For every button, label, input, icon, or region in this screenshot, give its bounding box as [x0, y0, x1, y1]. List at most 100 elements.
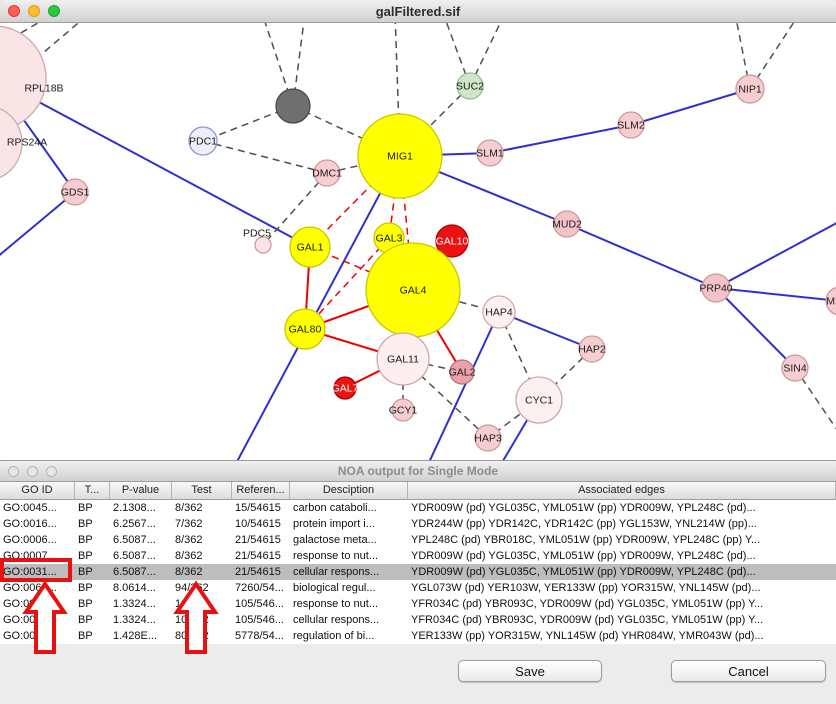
network-node-PDC5[interactable]: PDC5 — [243, 228, 272, 254]
network-edge-SLM2-NIP1[interactable] — [630, 88, 751, 126]
node-circle-GAL10 — [435, 224, 469, 258]
network-node-PDC1[interactable]: PDC1 — [188, 126, 218, 156]
noa-window-titlebar[interactable]: NOA output for Single Mode — [0, 461, 836, 482]
network-window-titlebar[interactable]: galFiltered.sif — [0, 0, 836, 23]
network-node-GAL4[interactable]: GAL4 — [365, 242, 461, 338]
table-cell: GO:0045... — [3, 502, 57, 514]
table-cell: 8/362 — [175, 566, 203, 578]
network-node-RPL18B[interactable]: RPL18B — [0, 25, 64, 131]
network-edge-SUC2-MIG1[interactable] — [399, 85, 471, 157]
network-edge-DMC1-PDC5[interactable] — [262, 172, 328, 246]
network-node-MUD2[interactable]: MUD2 — [552, 210, 582, 238]
save-button[interactable]: Save — [458, 660, 602, 682]
column-header-associated-edges[interactable]: Associated edges — [408, 482, 836, 499]
column-header-test[interactable]: Test — [172, 482, 232, 499]
network-node-GAL7[interactable]: GAL7 — [332, 376, 359, 400]
table-cell: 1.3324... — [113, 598, 156, 610]
network-node-SIN4[interactable]: SIN4 — [781, 354, 809, 382]
network-edge-SLM1-SLM2[interactable] — [489, 124, 632, 154]
network-node-GAL10[interactable]: GAL10 — [435, 224, 469, 258]
column-header-go-id[interactable]: GO ID — [0, 482, 75, 499]
table-cell: 8/362 — [175, 502, 203, 514]
network-edge-PRP40-a8[interactable] — [715, 218, 836, 289]
network-node-GAL80[interactable]: GAL80 — [284, 308, 326, 350]
traffic-lights-inactive — [8, 461, 57, 481]
network-edge-GAL3-GAL80[interactable] — [304, 237, 390, 330]
cancel-button[interactable]: Cancel — [671, 660, 826, 682]
network-edge-MIG1-GAL1[interactable] — [309, 155, 401, 248]
table-cell: BP — [78, 598, 93, 610]
network-node-GDS1[interactable]: GDS1 — [61, 178, 90, 206]
table-cell: cellular respons... — [293, 614, 380, 626]
minimize-button[interactable] — [27, 465, 38, 477]
network-edge-PDC1-DMC1[interactable] — [202, 140, 328, 174]
network-node-GAL11[interactable]: GAL11 — [376, 332, 430, 386]
network-node-CYC1[interactable]: CYC1 — [515, 376, 563, 424]
table-cell: 7/362 — [175, 518, 203, 530]
network-node-GCY1[interactable]: GCY1 — [389, 398, 418, 422]
table-cell: YDR009W (pd) YGL035C, YML051W (pp) YDR00… — [411, 550, 756, 562]
node-circle-GAL1 — [289, 226, 331, 268]
node-label-GAL2: GAL2 — [449, 367, 476, 379]
minimize-button[interactable] — [28, 5, 40, 17]
network-edge-GAL11-HAP3[interactable] — [402, 358, 489, 439]
network-edge-PRP40-SIN4[interactable] — [715, 287, 796, 369]
node-circle-GAL11 — [376, 332, 430, 386]
zoom-button[interactable] — [48, 5, 60, 17]
network-node-SLM2[interactable]: SLM2 — [617, 111, 645, 139]
node-circle-HAP2 — [578, 335, 606, 363]
network-node-MSL5[interactable]: MSL5 — [825, 286, 836, 316]
network-node-NIP1[interactable]: NIP1 — [735, 74, 765, 104]
network-node-UNK1[interactable] — [275, 88, 311, 124]
zoom-button[interactable] — [46, 465, 57, 477]
network-edge-MUD2-PRP40[interactable] — [566, 223, 717, 289]
network-edge-HAP4-HAP2[interactable] — [498, 311, 593, 350]
table-cell: 94/362 — [175, 582, 209, 594]
network-node-SLM1[interactable]: SLM1 — [476, 139, 504, 167]
network-node-GAL1[interactable]: GAL1 — [289, 226, 331, 268]
network-edge-PRP40-MSL5[interactable] — [715, 287, 836, 302]
network-node-MIG1[interactable]: MIG1 — [357, 113, 443, 199]
node-label-PDC1: PDC1 — [189, 136, 217, 148]
network-node-GAL2[interactable]: GAL2 — [449, 359, 476, 385]
network-node-HAP2[interactable]: HAP2 — [578, 335, 606, 363]
table-cell: YDR009W (pd) YGL035C, YML051W (pp) YDR00… — [411, 566, 756, 578]
network-node-SUC2[interactable]: SUC2 — [456, 72, 484, 100]
table-cell: GO:0065... — [3, 582, 57, 594]
table-cell: GO:0006... — [3, 534, 57, 546]
table-cell: 8/362 — [175, 550, 203, 562]
network-node-HAP4[interactable]: HAP4 — [482, 295, 516, 329]
table-cell: response to nut... — [293, 550, 378, 562]
network-node-DMC1[interactable]: DMC1 — [312, 159, 342, 187]
network-edge-NIP1-a7[interactable] — [749, 23, 800, 90]
network-edge-RPL18B-GAL1[interactable] — [0, 78, 311, 248]
network-edge-HAP4-a10[interactable] — [425, 311, 500, 461]
column-header-t[interactable]: T... — [75, 482, 110, 499]
network-node-PRP40[interactable]: PRP40 — [699, 273, 733, 303]
network-node-GAL3[interactable]: GAL3 — [373, 222, 405, 254]
network-node-HAP3[interactable]: HAP3 — [474, 424, 502, 452]
noa-window-title: NOA output for Single Mode — [337, 464, 499, 478]
column-header-desciption[interactable]: Desciption — [290, 482, 408, 499]
column-header-referen[interactable]: Referen... — [232, 482, 290, 499]
close-button[interactable] — [8, 465, 19, 477]
network-node-RPS24A[interactable]: RPS24A — [0, 105, 47, 181]
close-button[interactable] — [8, 5, 20, 17]
table-cell: 7260/54... — [235, 582, 284, 594]
node-label-HAP4: HAP4 — [485, 307, 513, 319]
network-edge-SIN4-a9[interactable] — [794, 367, 836, 443]
table-cell: 8.0614... — [113, 582, 156, 594]
column-header-p-value[interactable]: P-value — [110, 482, 172, 499]
node-circle-CYC1 — [515, 376, 563, 424]
network-edge-GDS1-a13[interactable] — [0, 191, 76, 263]
